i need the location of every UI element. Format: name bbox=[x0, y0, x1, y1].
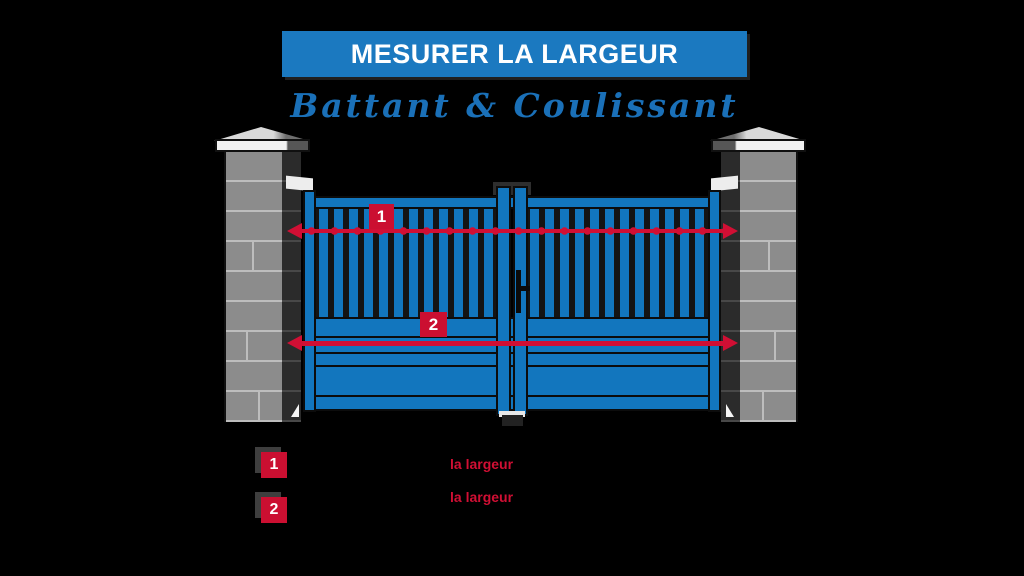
banner-title: MESURER LA LARGEUR bbox=[350, 38, 679, 69]
left-pillar-side-face bbox=[282, 152, 301, 422]
subtitle-script-text: Battant & Coulissant bbox=[290, 86, 739, 125]
arrow-left-icon bbox=[287, 335, 302, 351]
gate-center-base-plate bbox=[499, 411, 525, 417]
gate-left-stile bbox=[303, 190, 316, 412]
arrow-right-icon bbox=[723, 335, 738, 351]
legend-badge-1: 1 bbox=[261, 452, 287, 478]
legend-label-2: la largeur bbox=[450, 489, 514, 505]
gate-handle-nub bbox=[521, 286, 530, 291]
arrow-right-icon bbox=[723, 223, 738, 239]
stone-joint bbox=[258, 392, 260, 420]
stone-joint bbox=[774, 332, 776, 360]
stone-joint bbox=[246, 332, 248, 360]
left-pillar-front-face bbox=[224, 152, 282, 422]
measure-line-1 bbox=[300, 226, 724, 236]
right-pillar-side-face bbox=[721, 152, 740, 422]
left-gate-stop-icon bbox=[291, 404, 299, 417]
gate-lower-panels bbox=[314, 317, 710, 411]
stone-joint bbox=[252, 242, 254, 270]
right-pillar-front-face bbox=[740, 152, 798, 422]
arrow-left-icon bbox=[287, 223, 302, 239]
stone-joint bbox=[762, 392, 764, 420]
gate-center-base-block bbox=[502, 415, 523, 426]
gate-right-stile bbox=[708, 190, 721, 412]
marker-2-badge: 2 bbox=[420, 312, 447, 337]
left-pillar-cap-base bbox=[215, 139, 310, 152]
measure-line-2 bbox=[300, 341, 724, 346]
right-pillar-cap-base bbox=[711, 139, 806, 152]
legend-badge-2: 2 bbox=[261, 497, 287, 523]
gate-center-stile-left bbox=[496, 186, 511, 416]
stone-joint bbox=[768, 242, 770, 270]
title-banner: MESURER LA LARGEUR bbox=[282, 31, 747, 77]
marker-1-badge: 1 bbox=[369, 204, 394, 229]
gate-handle-icon bbox=[516, 270, 521, 313]
legend-label-1: la largeur bbox=[450, 456, 514, 472]
